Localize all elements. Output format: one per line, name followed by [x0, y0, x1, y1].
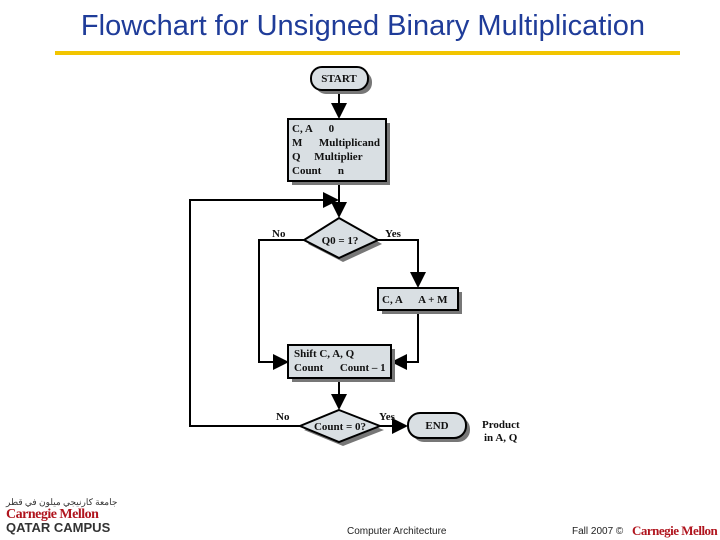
footer-date: Fall 2007 ©	[572, 526, 624, 537]
decision-q0	[301, 216, 381, 260]
init-line: C, A 0	[292, 123, 335, 135]
shift-box	[287, 344, 392, 379]
init-line: Q Multiplier	[292, 151, 363, 163]
init-line: Count n	[292, 165, 344, 177]
end-terminal	[407, 412, 467, 439]
logo-arabic: جامعة كارنيجي ميلون في قطر	[6, 497, 118, 507]
logo-campus: QATAR CAMPUS	[6, 520, 111, 535]
d2-yes-label: Yes	[379, 411, 396, 423]
add-box	[377, 287, 459, 311]
d2-no-label: No	[276, 411, 290, 423]
end-label: END	[425, 420, 448, 432]
decision-count-label: Count = 0?	[314, 421, 366, 433]
d1-yes-label: Yes	[385, 228, 402, 240]
decision-count	[297, 408, 383, 444]
connectors	[189, 90, 426, 434]
slide-title: Flowchart for Unsigned Binary Multiplica…	[80, 10, 646, 42]
footer-course: Computer Architecture	[347, 526, 447, 537]
shift-line: Shift C, A, Q	[294, 348, 355, 360]
start-label: START	[321, 73, 357, 85]
decision-q0-label: Q0 = 1?	[322, 235, 359, 247]
start-terminal	[310, 66, 369, 91]
result-line: in A, Q	[484, 432, 518, 444]
init-line: M Multiplicand	[292, 137, 380, 149]
cmu-qatar-logo: جامعة كارنيجي ميلون في قطر Carnegie Mell…	[6, 497, 117, 534]
add-label: C, A A + M	[382, 294, 448, 306]
logo-name: Carnegie Mellon	[6, 507, 99, 522]
result-line: Product	[482, 419, 520, 431]
d1-no-label: No	[272, 228, 286, 240]
footer-brand: Carnegie Mellon	[632, 523, 718, 538]
init-box	[287, 118, 387, 182]
title-underline	[55, 51, 680, 55]
shift-line: Count Count – 1	[294, 362, 386, 374]
